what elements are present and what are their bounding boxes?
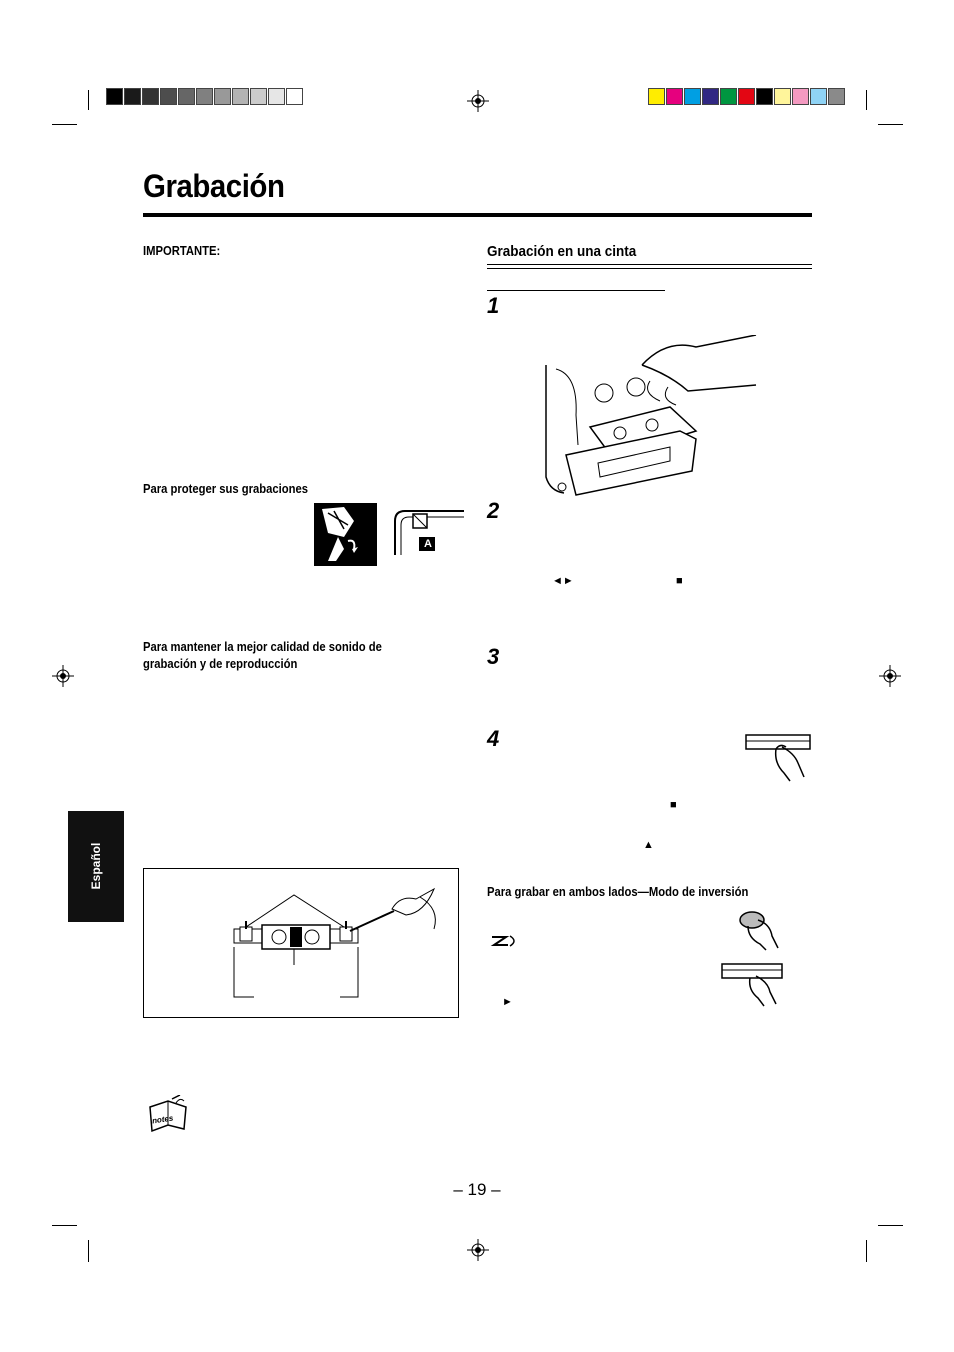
section-rule-bottom bbox=[487, 268, 812, 269]
color-swatch bbox=[756, 88, 773, 105]
cassette-insert-illustration bbox=[545, 335, 757, 496]
crop-mark bbox=[878, 124, 903, 125]
eject-symbol: ▲ bbox=[643, 839, 654, 851]
notes-icon bbox=[149, 1095, 187, 1133]
proteger-heading: Para proteger sus grabaciones bbox=[143, 482, 309, 496]
stop-symbol: ■ bbox=[670, 799, 677, 811]
color-swatch bbox=[810, 88, 827, 105]
color-swatch bbox=[286, 88, 303, 105]
registration-crosshair-icon bbox=[879, 665, 901, 687]
registration-crosshair-icon bbox=[467, 1239, 489, 1261]
crop-mark bbox=[88, 1240, 89, 1262]
color-swatch bbox=[250, 88, 267, 105]
color-swatch bbox=[196, 88, 213, 105]
crop-mark bbox=[866, 90, 867, 110]
head-cleaning-illustration bbox=[233, 887, 436, 998]
language-side-tab-label: Español bbox=[89, 842, 103, 890]
step-number: 1 bbox=[487, 293, 500, 318]
step-number: 4 bbox=[487, 726, 500, 751]
head-cleaning-figure-box bbox=[143, 868, 459, 1018]
calidad-heading-line1: Para mantener la mejor calidad de sonido… bbox=[143, 640, 382, 654]
step-number: 3 bbox=[487, 644, 500, 669]
break-tab-illustration bbox=[314, 503, 377, 566]
finger-press-icon bbox=[745, 734, 811, 782]
color-swatch bbox=[720, 88, 737, 105]
step-number: 2 bbox=[487, 498, 500, 523]
page-title: Grabación bbox=[143, 168, 285, 204]
importante-heading: IMPORTANTE: bbox=[143, 244, 221, 258]
color-swatch bbox=[774, 88, 791, 105]
crop-mark bbox=[52, 124, 77, 125]
crop-mark bbox=[866, 1240, 867, 1262]
tab-letter-label: A bbox=[424, 538, 432, 550]
title-rule bbox=[143, 213, 812, 217]
color-swatch bbox=[106, 88, 123, 105]
fast-wind-symbols: ◄► bbox=[552, 575, 574, 587]
page-number: – 19 – bbox=[453, 1180, 501, 1199]
play-symbol: ► bbox=[502, 996, 513, 1008]
finger-press-icon bbox=[739, 911, 779, 951]
section-rule-top bbox=[487, 264, 812, 265]
color-swatch bbox=[828, 88, 845, 105]
color-swatch bbox=[648, 88, 665, 105]
finger-press-icon bbox=[721, 963, 783, 1007]
registration-crosshair-icon bbox=[52, 665, 74, 687]
crop-mark bbox=[52, 1225, 77, 1226]
stop-symbol: ■ bbox=[676, 575, 683, 587]
color-swatch bbox=[214, 88, 231, 105]
reverse-mode-heading: Para grabar en ambos lados—Modo de inver… bbox=[487, 885, 749, 899]
language-side-tab bbox=[68, 811, 124, 922]
step-intro-rule bbox=[487, 290, 665, 291]
crop-mark bbox=[878, 1225, 903, 1226]
registration-crosshair-icon bbox=[467, 90, 489, 112]
color-swatch bbox=[232, 88, 249, 105]
color-swatch bbox=[792, 88, 809, 105]
calidad-heading-line2: grabación y de reproducción bbox=[143, 657, 298, 671]
color-swatch bbox=[738, 88, 755, 105]
color-swatch bbox=[178, 88, 195, 105]
color-swatch bbox=[268, 88, 285, 105]
color-swatch bbox=[160, 88, 177, 105]
color-swatch bbox=[142, 88, 159, 105]
reverse-mode-icon bbox=[490, 935, 515, 947]
cassette-corner-illustration bbox=[394, 510, 464, 555]
color-swatch bbox=[124, 88, 141, 105]
section-title: Grabación en una cinta bbox=[487, 243, 637, 260]
crop-mark bbox=[88, 90, 89, 110]
color-swatch bbox=[702, 88, 719, 105]
color-swatch bbox=[666, 88, 683, 105]
color-swatch bbox=[684, 88, 701, 105]
